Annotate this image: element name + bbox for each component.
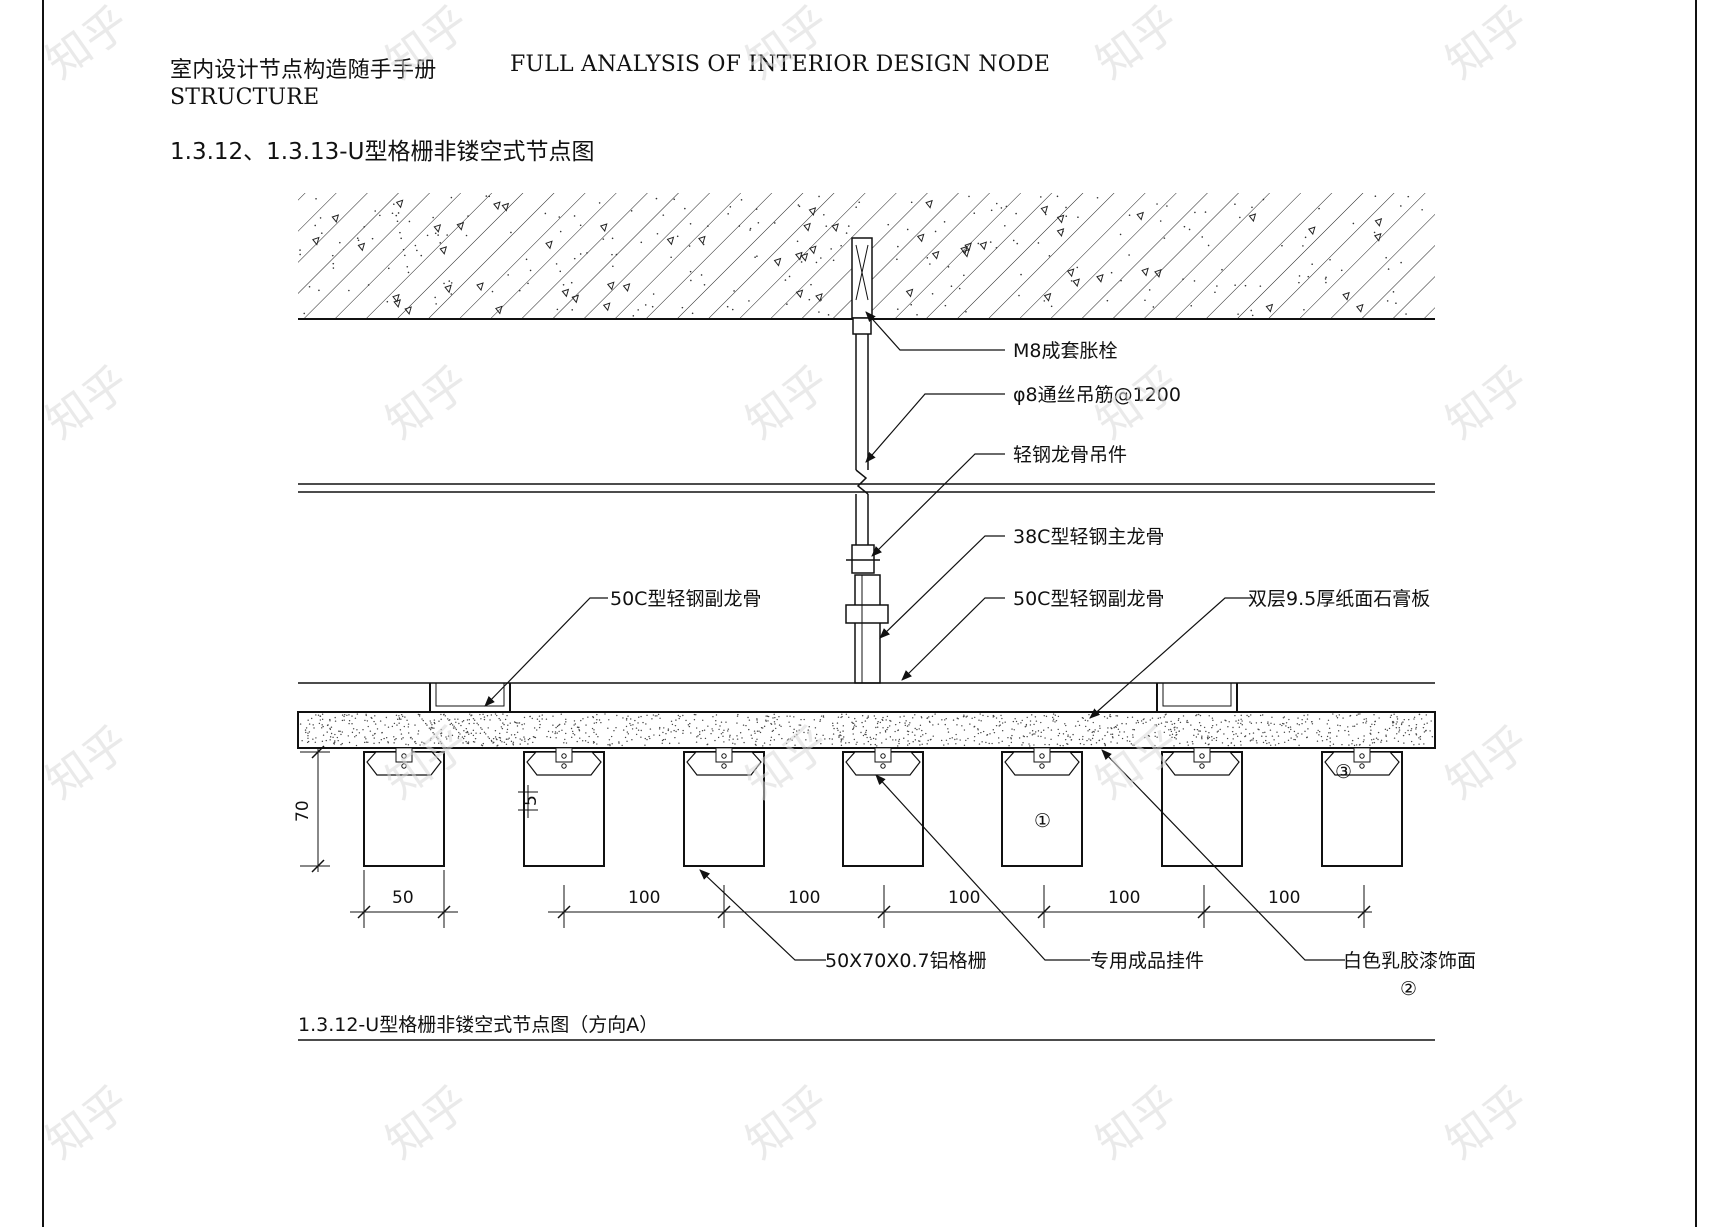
label-gypsum-board: 双层9.5厚纸面石膏板 — [1248, 587, 1430, 610]
hanger-clip — [845, 574, 889, 684]
leader-sub-keel-left — [484, 597, 608, 707]
header-title-en: FULL ANALYSIS OF INTERIOR DESIGN NODE — [510, 52, 1051, 77]
dimension-width: 50 — [350, 870, 458, 928]
grille-3 — [683, 747, 765, 867]
watermark-7: 知乎 — [377, 357, 478, 449]
label-latex-paint: 白色乳胶漆饰面 — [1343, 950, 1476, 972]
watermark-16: 知乎 — [37, 1077, 138, 1169]
leader-latex-paint — [1101, 749, 1345, 961]
grille-6 — [1161, 747, 1243, 867]
dim-spacing-3: 100 — [948, 888, 980, 908]
dim-spacing-2: 100 — [788, 888, 820, 908]
leader-lines — [484, 311, 1345, 961]
grille-4 — [842, 747, 924, 867]
leader-hanger-rod — [865, 393, 1005, 463]
watermark-19: 知乎 — [1087, 1077, 1188, 1169]
watermark-8: 知乎 — [737, 357, 838, 449]
dimension-small: 5 — [518, 785, 541, 818]
aluminum-grilles — [363, 747, 1403, 867]
watermark-10: 知乎 — [1437, 357, 1538, 449]
dim-width-50: 50 — [392, 888, 414, 908]
grille-5 — [1001, 747, 1083, 867]
watermark-3: 知乎 — [737, 0, 838, 89]
gypsum-texture — [299, 713, 1434, 747]
gypsum-board — [297, 711, 1436, 749]
dim-spacing-5: 100 — [1268, 888, 1300, 908]
leader-hanger-clip — [871, 453, 1005, 557]
marker-1: ① — [1034, 810, 1051, 832]
leader-special-hanger — [875, 774, 1090, 961]
watermark-9: 知乎 — [1087, 357, 1188, 449]
label-sub-keel-left: 50C型轻钢副龙骨 — [610, 588, 761, 610]
watermark-11: 知乎 — [37, 717, 138, 809]
label-anchor-bolt: M8成套胀栓 — [1013, 340, 1117, 362]
sub-keel-section-left — [429, 683, 511, 713]
label-sub-keel-right: 50C型轻钢副龙骨 — [1013, 588, 1164, 610]
sub-keel-section-right — [1156, 683, 1238, 713]
leader-sub-keel-right — [901, 597, 1005, 681]
label-main-keel: 38C型轻钢主龙骨 — [1013, 526, 1164, 548]
watermarks: 知乎知乎知乎知乎知乎知乎知乎知乎知乎知乎知乎知乎知乎知乎知乎知乎知乎知乎知乎知乎 — [37, 0, 1538, 1169]
leader-main-keel — [879, 535, 1005, 639]
dim-spacing-4: 100 — [1108, 888, 1140, 908]
dim-spacing-1: 100 — [628, 888, 660, 908]
dimension-spacing: 100 100 100 100 100 — [548, 885, 1372, 928]
section-title: 1.3.12、1.3.13-U型格栅非镂空式节点图 — [170, 139, 595, 165]
watermark-6: 知乎 — [37, 357, 138, 449]
marker-3: ③ — [1335, 761, 1352, 783]
watermark-2: 知乎 — [377, 0, 478, 89]
label-aluminum-grille: 50X70X0.7铝格栅 — [825, 950, 987, 972]
leader-gypsum — [1089, 597, 1252, 719]
watermark-17: 知乎 — [377, 1077, 478, 1169]
header-title-cn: 室内设计节点构造随手手册 — [170, 58, 437, 83]
header-title-en-line2: STRUCTURE — [170, 85, 320, 110]
leader-grille — [699, 869, 826, 961]
main-keel-lines — [298, 483, 1435, 493]
dim-small-5: 5 — [521, 795, 541, 806]
watermark-4: 知乎 — [1087, 0, 1188, 89]
grille-1 — [363, 747, 445, 867]
caption: 1.3.12-U型格栅非镂空式节点图（方向A） — [298, 1014, 658, 1036]
watermark-5: 知乎 — [1437, 0, 1538, 89]
label-special-hanger: 专用成品挂件 — [1090, 950, 1204, 972]
frame-left-border — [42, 0, 44, 1227]
hanger-rod — [846, 237, 880, 574]
watermark-15: 知乎 — [1437, 717, 1538, 809]
watermark-20: 知乎 — [1437, 1077, 1538, 1169]
leader-anchor-bolt — [865, 311, 1005, 351]
dim-height-70: 70 — [293, 800, 313, 822]
concrete-aggregate — [299, 195, 1423, 317]
dimension-height: 70 — [293, 745, 330, 873]
label-hanger-rod: φ8通丝吊筋@1200 — [1013, 384, 1181, 406]
grille-2 — [523, 747, 605, 867]
frame-right-border — [1695, 0, 1697, 1227]
label-hanger-clip: 轻钢龙骨吊件 — [1013, 444, 1127, 466]
grille-7 — [1321, 747, 1403, 867]
watermark-18: 知乎 — [737, 1077, 838, 1169]
marker-2: ② — [1400, 978, 1417, 1000]
watermark-1: 知乎 — [37, 0, 138, 89]
